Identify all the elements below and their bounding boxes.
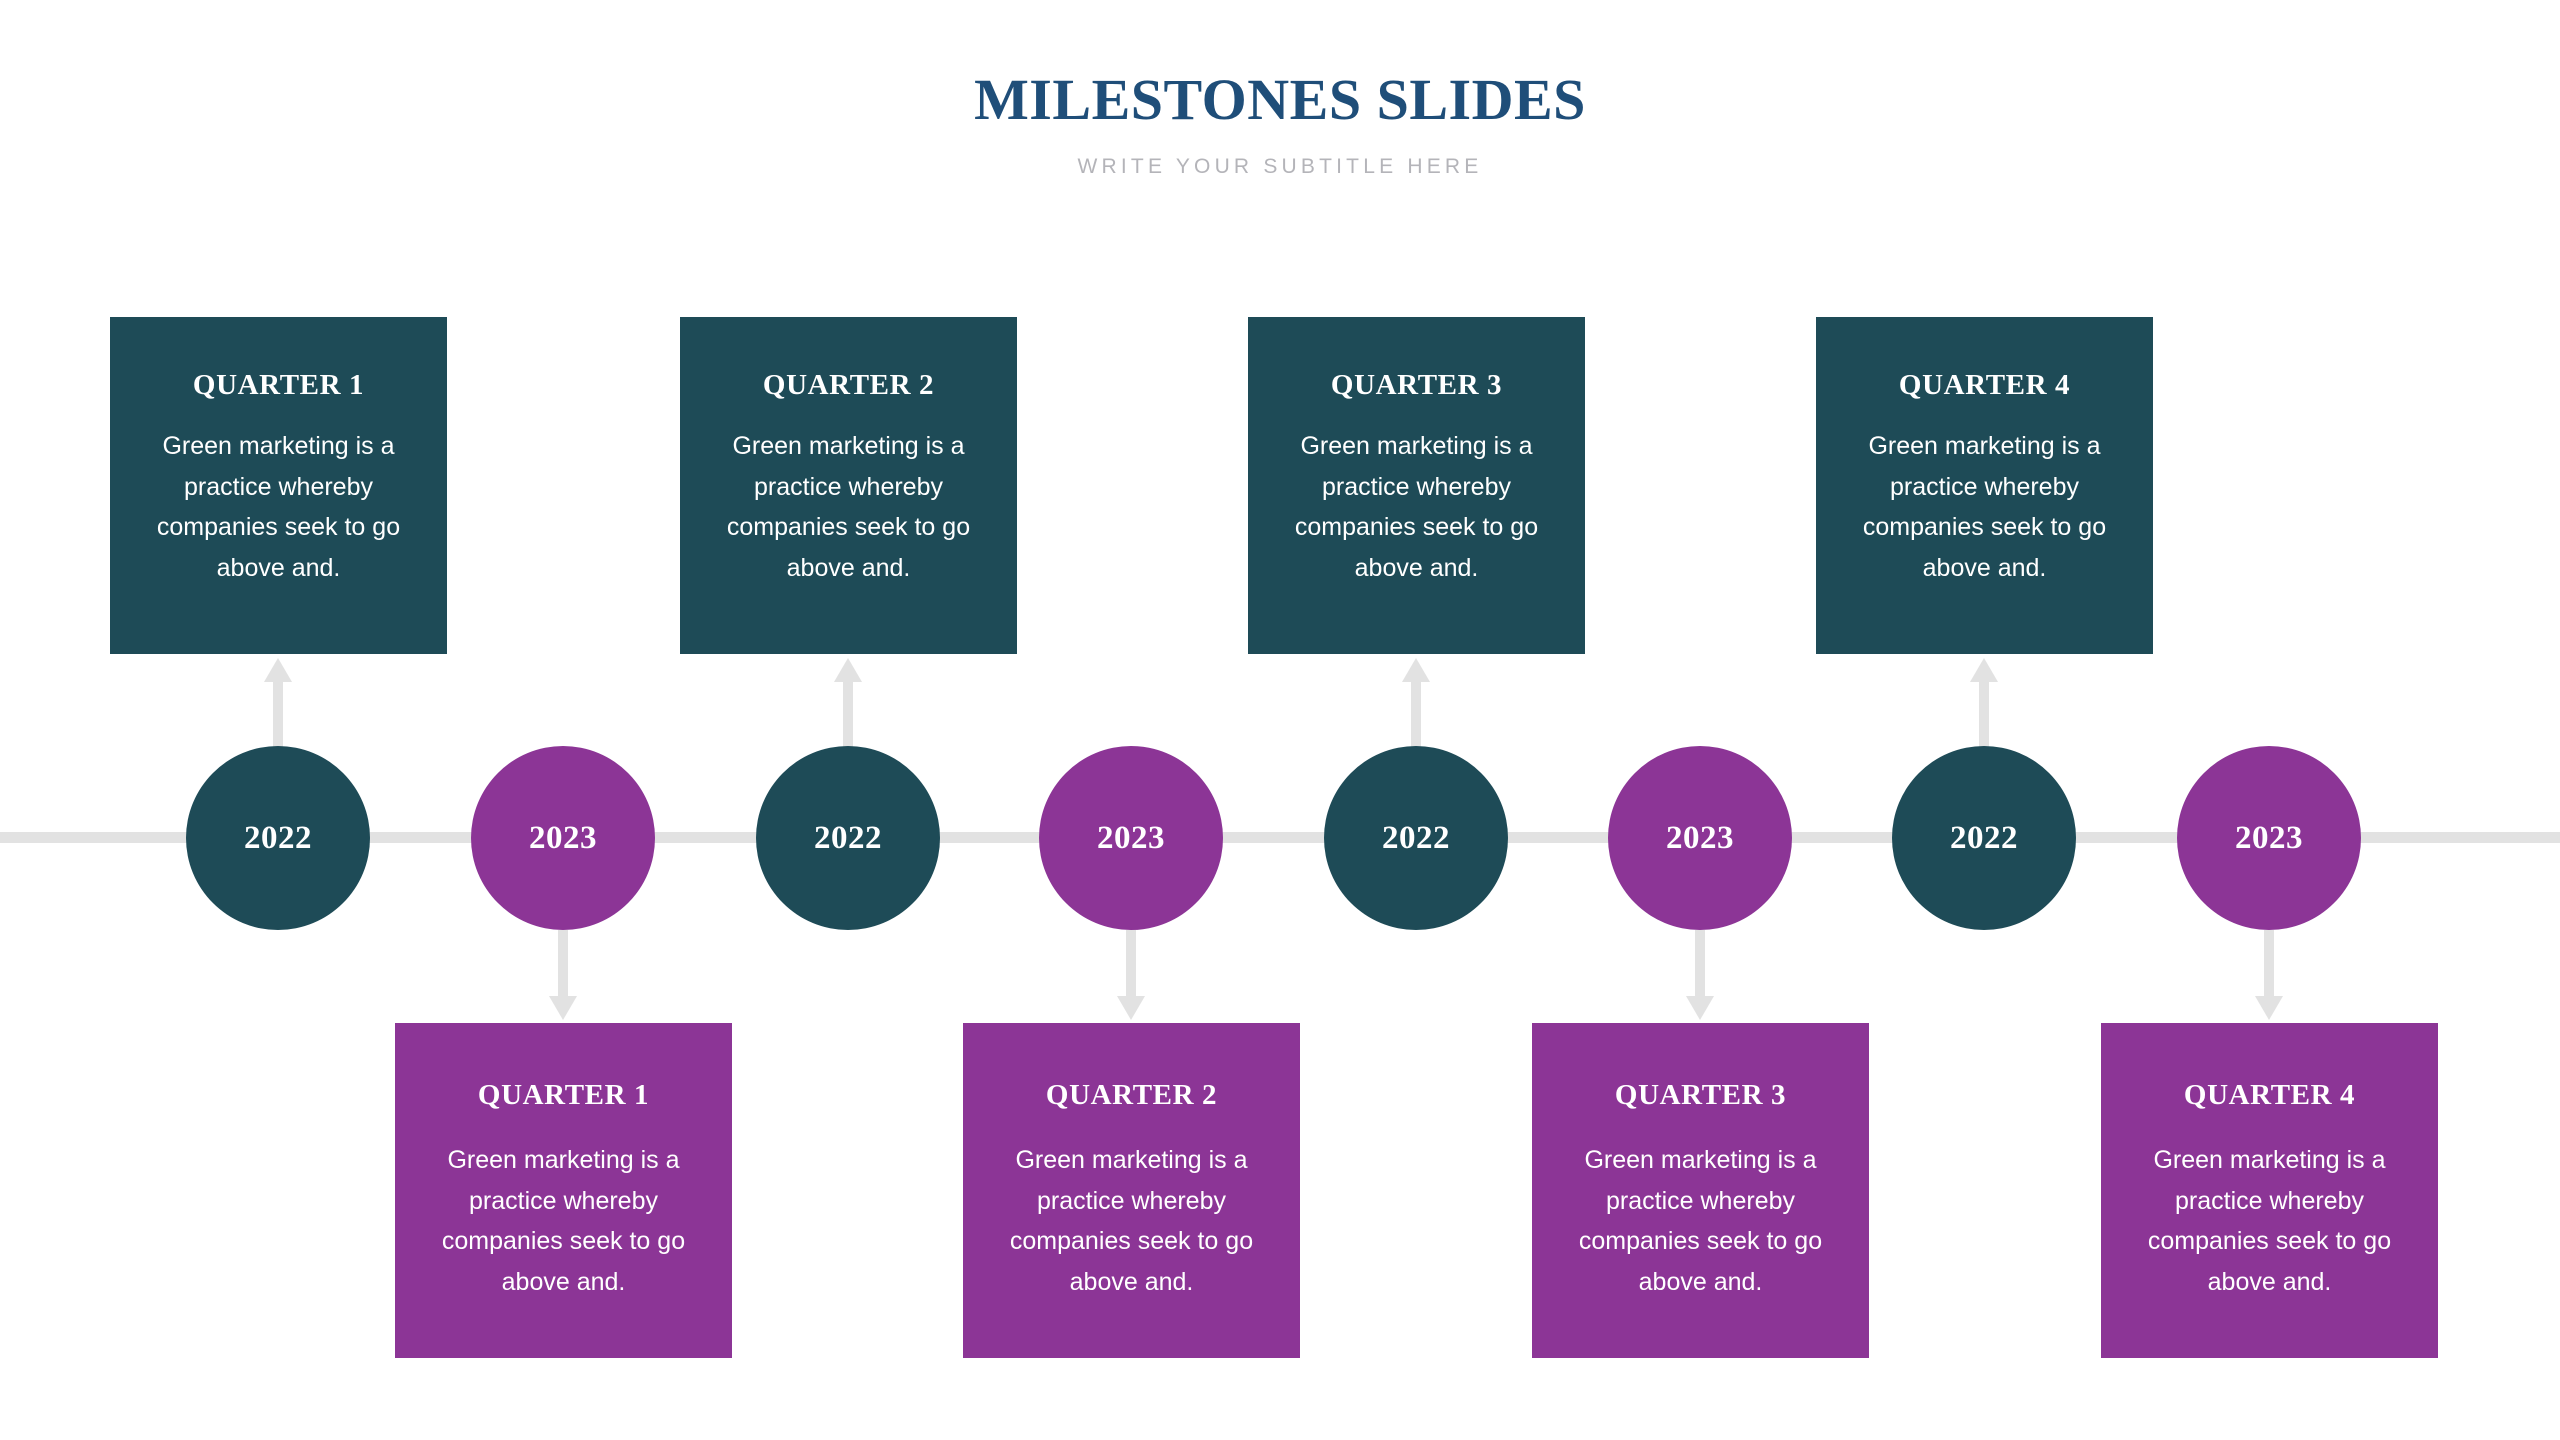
milestone-card-bottom-4[interactable]: QUARTER 4 Green marketing is a practice … xyxy=(2101,1023,2438,1358)
connector-arrow-up-2 xyxy=(834,658,862,748)
card-title: QUARTER 3 xyxy=(1330,369,1503,401)
card-title: QUARTER 4 xyxy=(2183,1079,2356,1111)
card-title: QUARTER 1 xyxy=(192,369,365,401)
connector-arrow-down-1 xyxy=(549,930,577,1020)
card-title: QUARTER 2 xyxy=(762,369,935,401)
timeline-marker-8[interactable]: 2023 xyxy=(2177,746,2361,930)
timeline-marker-1[interactable]: 2022 xyxy=(186,746,370,930)
timeline-marker-4[interactable]: 2023 xyxy=(1039,746,1223,930)
slide-header: MILESTONES SLIDES WRITE YOUR SUBTITLE HE… xyxy=(0,67,2560,179)
connector-arrow-up-3 xyxy=(1402,658,1430,748)
connector-arrow-down-2 xyxy=(1117,930,1145,1020)
timeline-axis xyxy=(0,832,2560,843)
arrow-shaft xyxy=(2264,930,2274,998)
milestone-card-bottom-2[interactable]: QUARTER 2 Green marketing is a practice … xyxy=(963,1023,1300,1358)
marker-year-label: 2023 xyxy=(2235,819,2303,856)
milestone-card-top-4[interactable]: QUARTER 4 Green marketing is a practice … xyxy=(1816,317,2153,654)
card-body: Green marketing is a practice whereby co… xyxy=(156,432,401,582)
arrow-down-icon xyxy=(549,996,577,1020)
card-title: QUARTER 4 xyxy=(1898,369,2071,401)
card-body: Green marketing is a practice whereby co… xyxy=(1294,432,1539,582)
card-body: Green marketing is a practice whereby co… xyxy=(726,432,971,582)
card-body: Green marketing is a practice whereby co… xyxy=(1009,1146,1254,1296)
card-body: Green marketing is a practice whereby co… xyxy=(2147,1146,2392,1296)
arrow-down-icon xyxy=(1117,996,1145,1020)
connector-arrow-up-1 xyxy=(264,658,292,748)
arrow-up-icon xyxy=(834,658,862,682)
marker-year-label: 2022 xyxy=(1382,819,1450,856)
arrow-up-icon xyxy=(1970,658,1998,682)
timeline-marker-7[interactable]: 2022 xyxy=(1892,746,2076,930)
arrow-up-icon xyxy=(1402,658,1430,682)
card-title: QUARTER 1 xyxy=(477,1079,650,1111)
marker-year-label: 2023 xyxy=(529,819,597,856)
marker-year-label: 2022 xyxy=(1950,819,2018,856)
arrow-up-icon xyxy=(264,658,292,682)
marker-year-label: 2022 xyxy=(244,819,312,856)
card-body: Green marketing is a practice whereby co… xyxy=(1862,432,2107,582)
arrow-down-icon xyxy=(2255,996,2283,1020)
arrow-shaft xyxy=(1979,680,1989,748)
connector-arrow-down-4 xyxy=(2255,930,2283,1020)
marker-year-label: 2023 xyxy=(1666,819,1734,856)
arrow-shaft xyxy=(1126,930,1136,998)
card-title: QUARTER 3 xyxy=(1614,1079,1787,1111)
connector-arrow-up-4 xyxy=(1970,658,1998,748)
timeline-marker-3[interactable]: 2022 xyxy=(756,746,940,930)
arrow-shaft xyxy=(558,930,568,998)
connector-arrow-down-3 xyxy=(1686,930,1714,1020)
milestone-card-top-2[interactable]: QUARTER 2 Green marketing is a practice … xyxy=(680,317,1017,654)
arrow-down-icon xyxy=(1686,996,1714,1020)
marker-year-label: 2023 xyxy=(1097,819,1165,856)
milestone-card-bottom-3[interactable]: QUARTER 3 Green marketing is a practice … xyxy=(1532,1023,1869,1358)
page-subtitle: WRITE YOUR SUBTITLE HERE xyxy=(1077,154,1483,178)
arrow-shaft xyxy=(1411,680,1421,748)
arrow-shaft xyxy=(273,680,283,748)
timeline-marker-2[interactable]: 2023 xyxy=(471,746,655,930)
page-title: MILESTONES SLIDES xyxy=(974,67,1586,132)
arrow-shaft xyxy=(1695,930,1705,998)
timeline-marker-5[interactable]: 2022 xyxy=(1324,746,1508,930)
card-body: Green marketing is a practice whereby co… xyxy=(441,1146,686,1296)
milestone-card-top-1[interactable]: QUARTER 1 Green marketing is a practice … xyxy=(110,317,447,654)
card-body: Green marketing is a practice whereby co… xyxy=(1578,1146,1823,1296)
arrow-shaft xyxy=(843,680,853,748)
card-title: QUARTER 2 xyxy=(1045,1079,1218,1111)
marker-year-label: 2022 xyxy=(814,819,882,856)
timeline-marker-6[interactable]: 2023 xyxy=(1608,746,1792,930)
milestone-card-bottom-1[interactable]: QUARTER 1 Green marketing is a practice … xyxy=(395,1023,732,1358)
milestone-card-top-3[interactable]: QUARTER 3 Green marketing is a practice … xyxy=(1248,317,1585,654)
